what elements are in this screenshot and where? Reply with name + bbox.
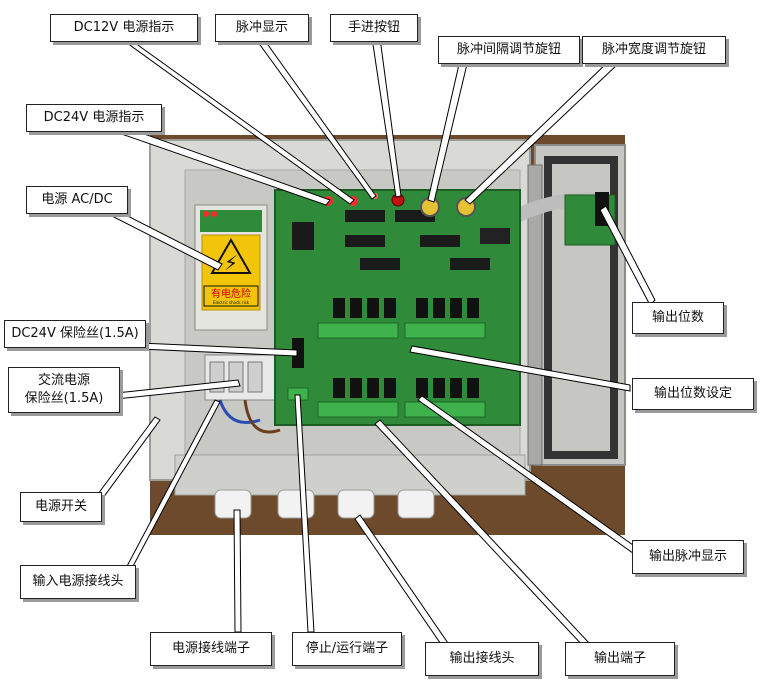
leader-lines (94, 37, 656, 651)
ic-3 (345, 235, 385, 247)
ic-5 (360, 258, 400, 270)
ribbon-header (480, 228, 510, 244)
enclosure-bottom (174, 454, 526, 496)
relay-row-top (333, 298, 479, 318)
label-manual-button: 手进按钮 (330, 14, 418, 42)
door-gasket (544, 156, 618, 459)
dc24v-fuse-holder (292, 338, 304, 368)
label-output-bits-setting: 输出位数设定 (632, 378, 754, 410)
label-output-pulse-display: 输出脉冲显示 (632, 540, 744, 574)
main-pcb (274, 189, 521, 426)
power-supply-pcb (200, 210, 262, 232)
label-pulse-display: 脉冲显示 (215, 14, 309, 42)
terminal-strip-top-right (404, 322, 486, 339)
terminal-strip-top-left (317, 322, 399, 339)
ic-6 (450, 258, 490, 270)
label-ac-fuse-line2: 保险丝(1.5A) (24, 391, 104, 406)
led-left-top-1 (203, 211, 209, 217)
regulator (292, 222, 314, 250)
label-input-power-connector: 输入电源接线头 (20, 565, 136, 599)
warning-label-text: 有电危险 (211, 287, 251, 300)
label-pulse-width-knob: 脉冲宽度调节旋钮 (582, 36, 726, 64)
label-ac-fuse-line1: 交流电源 (37, 373, 90, 388)
label-pulse-interval-knob: 脉冲间隔调节旋钮 (438, 36, 580, 64)
ac-terminal-post-2 (228, 361, 244, 393)
label-dc12v-indicator: DC12V 电源指示 (50, 14, 198, 42)
label-output-connector: 输出接线头 (425, 642, 539, 676)
ac-terminal-post-3 (247, 361, 263, 393)
ac-wire-brown (243, 399, 281, 434)
label-output-terminal: 输出端子 (565, 642, 675, 676)
label-stop-run-terminal: 停止/运行端子 (292, 632, 402, 666)
label-ac-fuse: 交流电源 保险丝(1.5A) (8, 367, 120, 413)
label-dc24v-indicator: DC24V 电源指示 (26, 104, 162, 132)
door-hinge (527, 164, 543, 466)
warning-label-subtext: Electric shock risk (213, 300, 250, 305)
terminal-strip-bottom-left (317, 401, 399, 418)
label-power-acdc: 电源 AC/DC (26, 186, 128, 214)
ac-wire-blue (218, 399, 261, 424)
warning-label-box (203, 285, 259, 307)
label-power-switch: 电源开关 (20, 492, 102, 522)
ic-4 (420, 235, 460, 247)
ic-1 (345, 210, 385, 222)
warning-bolt-icon: ⚡ (224, 251, 238, 275)
label-power-terminal: 电源接线端子 (150, 632, 272, 666)
label-dc24v-fuse: DC24V 保险丝(1.5A) (4, 320, 146, 348)
label-output-bits: 输出位数 (632, 302, 724, 334)
relay-row-bottom (333, 378, 479, 398)
led-left-top-2 (211, 211, 217, 217)
